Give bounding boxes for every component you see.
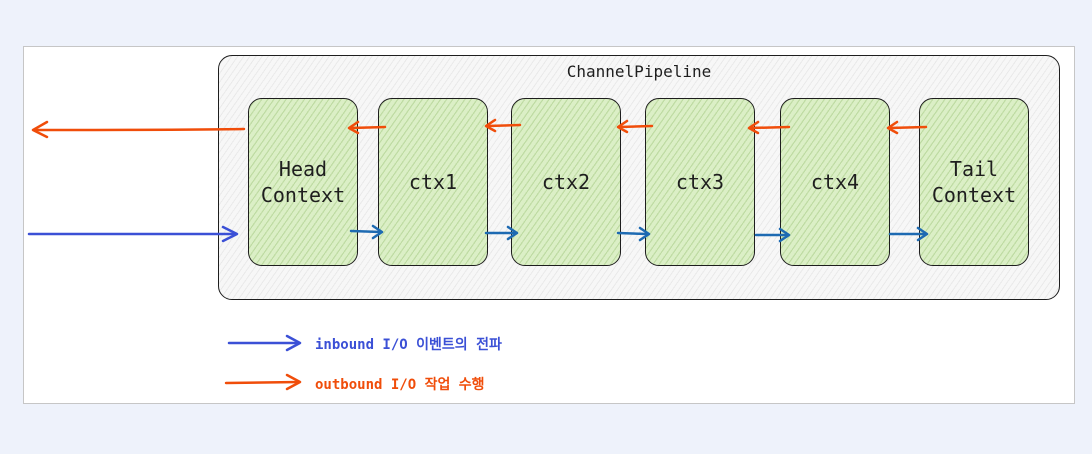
inbound-arrow-head-ctx1: [349, 224, 384, 240]
node-label-line1: Tail: [949, 157, 999, 181]
node-label-line2: Context: [931, 183, 1017, 207]
legend-inbound-arrow: [227, 334, 302, 352]
legend-outbound-arrow: [224, 373, 302, 391]
node-head-context: Head Context: [248, 98, 358, 266]
node-label-line1: Head: [278, 157, 328, 181]
outbound-arrow-ctx3-ctx2: [616, 119, 654, 134]
node-ctx3: ctx3: [645, 98, 755, 266]
node-ctx1: ctx1: [378, 98, 488, 266]
node-ctx2: ctx2: [511, 98, 621, 266]
node-ctx4: ctx4: [780, 98, 890, 266]
legend-inbound-text: inbound I/O 이벤트의 전파: [315, 337, 502, 353]
node-label: ctx4: [810, 170, 860, 194]
node-tail-context: Tail Context: [919, 98, 1029, 266]
outbound-arrow-ctx2-ctx1: [484, 118, 522, 133]
inbound-arrow-ctx1-ctx2: [484, 225, 519, 241]
outbound-arrow-ctx4-ctx3: [747, 120, 791, 135]
node-label: ctx2: [541, 170, 591, 194]
outbound-external-arrow: [31, 120, 246, 139]
inbound-arrow-ctx3-ctx4: [754, 227, 791, 243]
node-label-line2: Context: [260, 183, 346, 207]
inbound-arrow-ctx4-tail: [888, 226, 929, 242]
pipeline-title: ChannelPipeline: [566, 62, 712, 81]
outbound-arrow-ctx1-head: [347, 120, 387, 135]
inbound-arrow-ctx2-ctx3: [616, 226, 651, 242]
node-label: ctx3: [675, 170, 725, 194]
legend-outbound-text: outbound I/O 작업 수행: [315, 377, 485, 393]
inbound-external-arrow: [27, 225, 239, 243]
outbound-arrow-tail-ctx4: [886, 120, 928, 135]
node-label: ctx1: [408, 170, 458, 194]
